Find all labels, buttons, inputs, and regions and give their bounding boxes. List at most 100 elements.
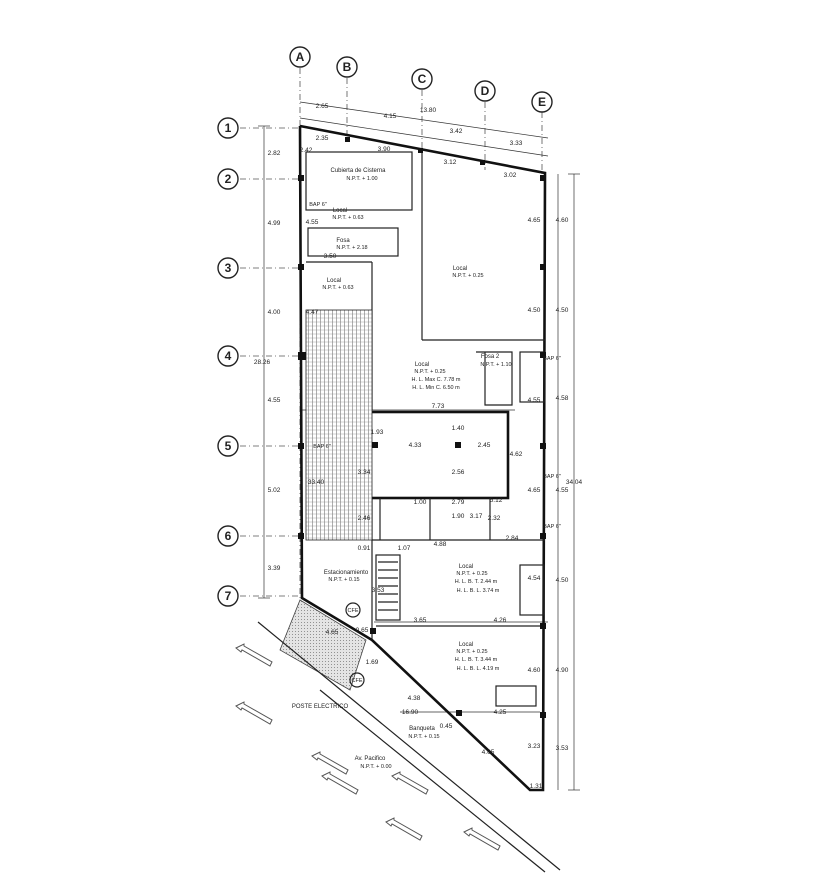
room-level: N.P.T. + 0.15 [408,734,439,740]
dim-label: 4.50 [556,307,569,314]
dim-label: 2.32 [488,515,501,522]
dim-label: 3.39 [268,565,281,572]
room-local-5: Local N.P.T. + 0.25 H. L. B. T. 2.44 m H… [455,564,500,594]
room-name: Local [415,362,429,368]
axis-label: D [481,84,490,98]
dim-label: 4.55 [528,397,541,404]
axis-bubble-d: D [474,80,496,102]
dim-right-total: 34.04 [566,479,583,486]
room-cubierta-cisterna: Cubierta de Cisterna N.P.T. + 1.00 [330,168,386,182]
room-name: Fosa 2 [481,354,500,360]
dim-label: 4.62 [510,451,523,458]
room-local-1: Local N.P.T. + 0.63 [332,208,363,221]
traffic-arrows [235,643,501,851]
dim-label: 2.65 [316,103,329,110]
axis-label: 4 [225,349,232,363]
ramp-hatch-area [305,309,373,541]
room-note: H. L. Max C. 7.78 m [412,377,461,383]
dimension-texts: 2.65 4.15 13.80 3.42 3.33 2.35 3.90 3.12… [254,103,583,790]
room-name: Local [459,642,473,648]
room-level: N.P.T. + 0.00 [360,764,391,770]
dim-label: 4.55 [306,219,319,226]
room-level: N.P.T. + 0.63 [322,285,353,291]
dim-left-total: 28.26 [254,359,271,366]
dim-label: 5.12 [490,497,503,504]
cfe-label: CFE [348,608,359,614]
room-local-4: Local N.P.T. + 0.25 H. L. Max C. 7.78 m … [412,362,461,391]
dim-label: 3.12 [444,159,457,166]
dim-label: 4.60 [528,667,541,674]
axis-bubble-6: 6 [217,525,239,547]
bap-tag: BAP 6" [543,474,560,480]
dim-label: 13.80 [420,107,437,114]
axis-bubble-e: E [531,91,553,113]
driveway-access-area [279,599,367,691]
stairs [378,561,398,611]
street-lines [257,621,561,873]
dim-label: 0.65 [356,627,369,634]
dim-label: 1.90 [452,513,465,520]
dim-label: 4.65 [326,629,339,636]
axis-bubble-a: A [289,46,311,68]
dim-label: 4.33 [409,442,422,449]
dim-label: 3.53 [556,745,569,752]
room-level: N.P.T. + 0.25 [456,571,487,577]
axis-bubble-c: C [411,68,433,90]
dim-label: 4.50 [556,577,569,584]
room-name: Banqueta [409,726,435,732]
dim-label: 33.40 [308,479,325,486]
bap-tag: BAP 6" [309,202,326,208]
dim-label: 3.23 [528,743,541,750]
dim-label: 3.17 [470,513,483,520]
bap-tag: BAP 6" [543,524,560,530]
dim-label: 3.90 [378,146,391,153]
dim-label: 2.45 [478,442,491,449]
area-banqueta: Banqueta N.P.T. + 0.15 [408,726,439,740]
room-level: N.P.T. + 0.15 [328,577,359,583]
room-level: N.P.T. + 1.00 [346,176,377,182]
axis-label: B [343,60,352,74]
poste-electrico-label: POSTE ELECTRICO [292,704,349,710]
dim-label: 3.33 [510,140,523,147]
room-name: Cubierta de Cisterna [330,168,386,174]
dim-label: 2.46 [358,515,371,522]
axis-bubble-1: 1 [217,117,239,139]
dim-label: 1.93 [371,429,384,436]
dim-label: 4.65 [528,217,541,224]
axis-label: 6 [225,529,232,543]
dim-label: 5.02 [268,487,281,494]
room-level: N.P.T. + 2.18 [336,245,367,251]
dim-label: 4.88 [434,541,447,548]
dim-label: 4.54 [528,575,541,582]
dim-label: 4.55 [268,397,281,404]
dim-label: 3.42 [450,128,463,135]
drain-tags: BAP 6" BAP 6" BAP 6" BAP 6" BAP 6" [309,202,560,530]
dim-label: 2.79 [452,499,465,506]
room-note: H. L. B. L. 3.74 m [457,588,500,594]
dim-label: 4.47 [306,309,319,316]
dim-label: 1.40 [452,425,465,432]
bap-tag: BAP 6" [313,444,330,450]
room-note: H. L. B. T. 3.44 m [455,657,498,663]
axis-label: 5 [225,439,232,453]
room-level: N.P.T. + 0.63 [332,215,363,221]
room-local-6: Local N.P.T. + 0.25 H. L. B. T. 3.44 m H… [455,642,500,672]
room-level: N.P.T. + 0.25 [452,273,483,279]
room-local-3: Local N.P.T. + 0.25 [452,266,483,279]
room-local-2: Local N.P.T. + 0.63 [322,278,353,291]
dim-label: 3.65 [414,617,427,624]
room-name: Av. Pacifico [355,756,386,762]
room-note: H. L. Min C. 6.50 m [412,385,460,391]
cfe-label: CFE [352,678,363,684]
dim-label: 2.42 [300,147,313,154]
dimension-lines [258,101,580,791]
dim-label: 4.60 [556,217,569,224]
dim-label: 4.99 [268,220,281,227]
axis-label: A [296,50,305,64]
room-labels: Cubierta de Cisterna N.P.T. + 1.00 Local… [322,168,511,770]
dim-label: 1.69 [366,659,379,666]
axis-label: 7 [225,589,232,603]
axis-number-bubbles: 1 2 3 4 5 6 7 [217,117,239,607]
room-name: Estacionamiento [324,570,369,576]
dim-label: 4.38 [408,695,421,702]
